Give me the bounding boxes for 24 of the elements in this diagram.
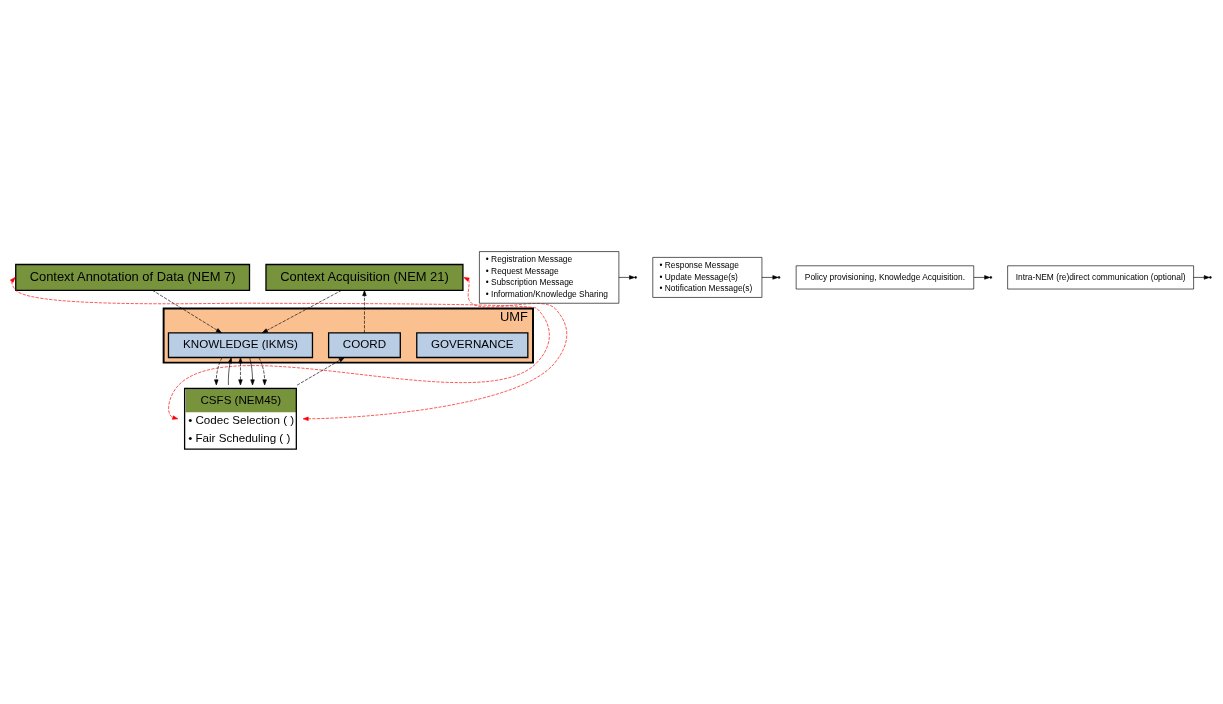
arrow: [227, 357, 233, 386]
arrow: [249, 357, 255, 386]
arrow: [214, 357, 223, 386]
node-box: Intra-NEM (re)direct communication (optional): [1007, 265, 1194, 290]
node-box: • Registration Message • Request Message • Subscription Message • Information/Knowledge Sharing: [479, 251, 620, 304]
arrow: [618, 275, 635, 280]
arrow: [973, 275, 991, 280]
node-box: GOVERNANCE: [416, 332, 529, 359]
node-box: Policy provisioning, Knowledge Acquisition.: [795, 265, 975, 290]
arrow: [258, 357, 267, 386]
node-box: KNOWLEDGE (IKMS): [167, 332, 314, 359]
arrow: [10, 277, 550, 420]
node-box: Context Acquisition (NEM 21): [265, 263, 464, 291]
arrow: [1193, 275, 1210, 280]
arrow: [362, 290, 367, 334]
arrow: [302, 277, 568, 421]
node-box: Context Annotation of Data (NEM 7): [15, 263, 251, 291]
arrow: [296, 357, 345, 386]
node-box: COORD: [327, 332, 401, 359]
arrow: [152, 290, 222, 334]
arrow: [761, 275, 779, 280]
arrow: [238, 357, 243, 386]
arrow: [262, 290, 342, 334]
node-box: • Response Message • Update Message(s) • Notification Message(s): [652, 257, 763, 298]
